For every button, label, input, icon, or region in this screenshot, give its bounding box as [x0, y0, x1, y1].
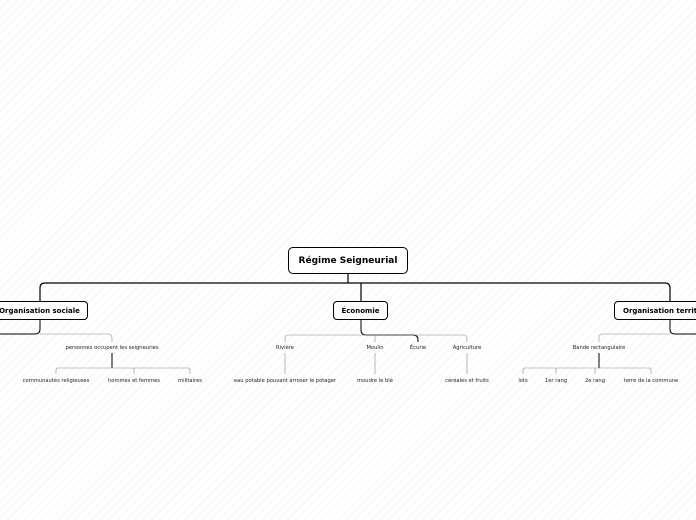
- topic-moudre-le-ble[interactable]: moudre le blé: [357, 378, 393, 384]
- branch-label: Économie: [341, 306, 380, 315]
- connector-territoriale: [669, 320, 696, 335]
- topic-terre-de-la-commune[interactable]: terre de la commune: [623, 378, 679, 384]
- topic-2e-rang[interactable]: 2e rang: [584, 378, 606, 384]
- topic-ecurie[interactable]: Écurie: [409, 345, 427, 351]
- branch-label: Organisation territoriale: [623, 306, 696, 315]
- connector-economie-leaves: [284, 353, 468, 374]
- topic-cereales-et-fruits[interactable]: céréales et fruits: [445, 378, 489, 384]
- topic-militaires[interactable]: militaires: [178, 378, 202, 384]
- topic-hommes-et-femmes[interactable]: hommes et femmes: [107, 378, 161, 384]
- connector-bande-leaves: [522, 367, 652, 374]
- topic-lots[interactable]: lots: [518, 378, 528, 384]
- topic-agriculture[interactable]: Agriculture: [452, 345, 482, 351]
- topic-riviere[interactable]: Rivière: [276, 345, 294, 351]
- connector-sociale-sub: [40, 333, 113, 342]
- connector-root-branches: [39, 274, 671, 301]
- connector-personnes-leaves: [55, 367, 191, 374]
- branch-node-organisation-territoriale[interactable]: Organisation territoriale: [614, 301, 696, 320]
- connector-economie: [360, 320, 419, 342]
- connector-economie-sub: [284, 334, 468, 342]
- topic-bande-rectangulaire[interactable]: Bande rectangulaire: [572, 345, 626, 351]
- topic-communautes-religieuses[interactable]: communautés religieuses: [22, 378, 90, 384]
- topic-1er-rang[interactable]: 1er rang: [544, 378, 568, 384]
- branch-node-organisation-sociale[interactable]: Organisation sociale: [0, 301, 88, 320]
- root-label: Régime Seigneurial: [298, 255, 398, 266]
- connector-territoriale-sub: [598, 333, 670, 342]
- root-node[interactable]: Régime Seigneurial: [288, 247, 408, 274]
- topic-moulin[interactable]: Moulin: [366, 345, 384, 351]
- connector-sociale: [0, 320, 41, 335]
- topic-eau-potable[interactable]: eau potable pouvant arroser le potager: [233, 378, 337, 384]
- branch-label: Organisation sociale: [0, 306, 80, 315]
- topic-personnes-occupent[interactable]: personnes occupent les seigneuries: [65, 345, 159, 351]
- branch-node-economie[interactable]: Économie: [333, 301, 388, 320]
